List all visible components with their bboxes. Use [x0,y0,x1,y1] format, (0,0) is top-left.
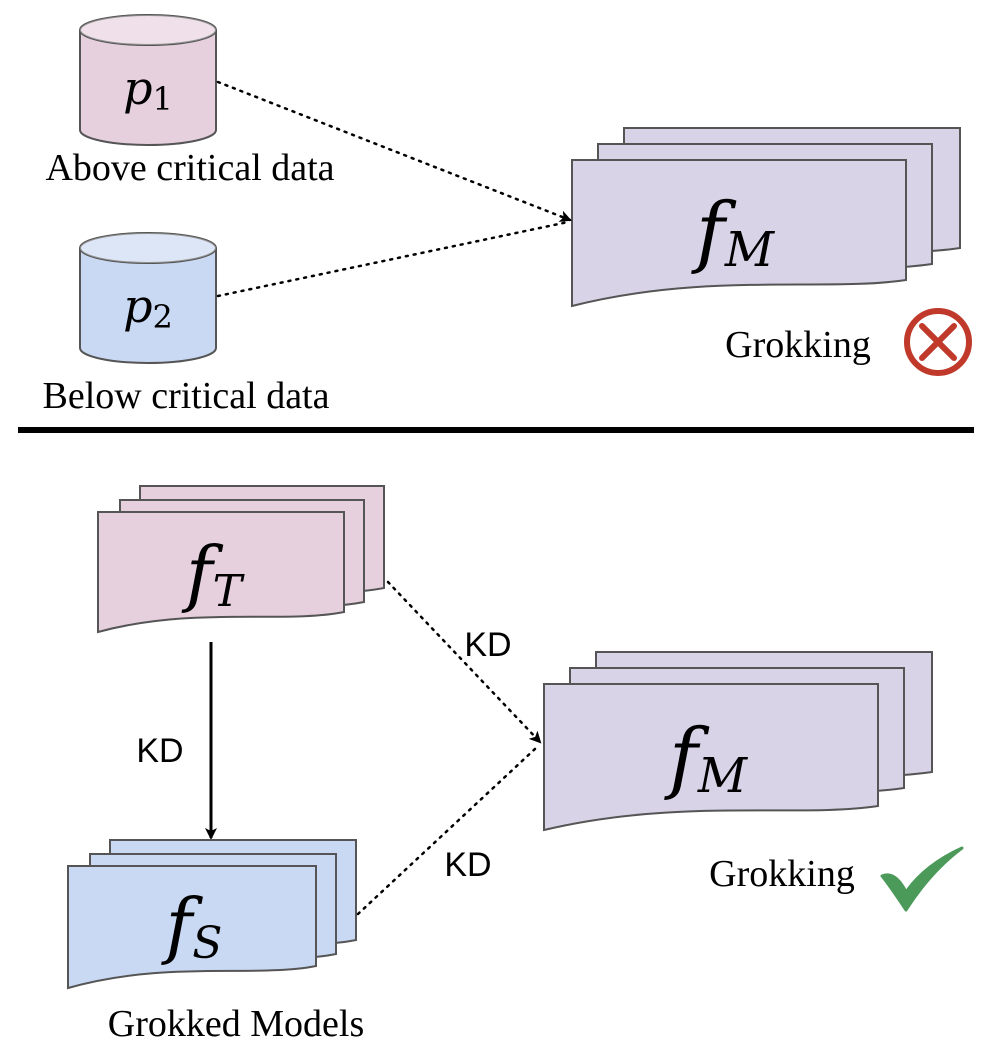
database-top-highlight [80,233,216,263]
grokking-top-label: Grokking [725,324,871,366]
db-p2-label: p2 [123,279,173,336]
database-top [79,232,217,264]
grokking-bottom-label: Grokking [709,853,855,895]
kd-label-student-fm: KD [444,846,491,884]
x-circle-icon [904,308,972,376]
database-top-highlight [80,15,216,45]
database-above-critical: p1 [79,14,217,146]
database-below-critical: p2 [79,232,217,364]
above-critical-caption: Above critical data [45,147,334,189]
arrow-teacher-to-fm [386,580,542,744]
model-stack-bottom-fm: fM [543,651,933,832]
database-icon [79,30,217,146]
database-top [79,14,217,46]
arrow-p2-to-fm [216,220,570,298]
arrow-student-to-fm [356,746,538,916]
kd-label-teacher-student: KD [136,732,183,770]
student-model-stack: fS [67,839,357,990]
teacher-model-stack: fT [97,485,385,634]
ft-label: fT [181,531,246,617]
arrow-p1-to-fm [216,80,572,222]
kd-label-teacher-fm: KD [464,626,511,664]
database-icon [79,248,217,364]
model-stack-top-fm: fM [571,127,961,308]
db-p1-label: p1 [123,61,173,118]
check-icon [880,846,964,912]
below-critical-caption: Below critical data [43,375,330,417]
grokked-models-caption: Grokked Models [108,1003,364,1045]
